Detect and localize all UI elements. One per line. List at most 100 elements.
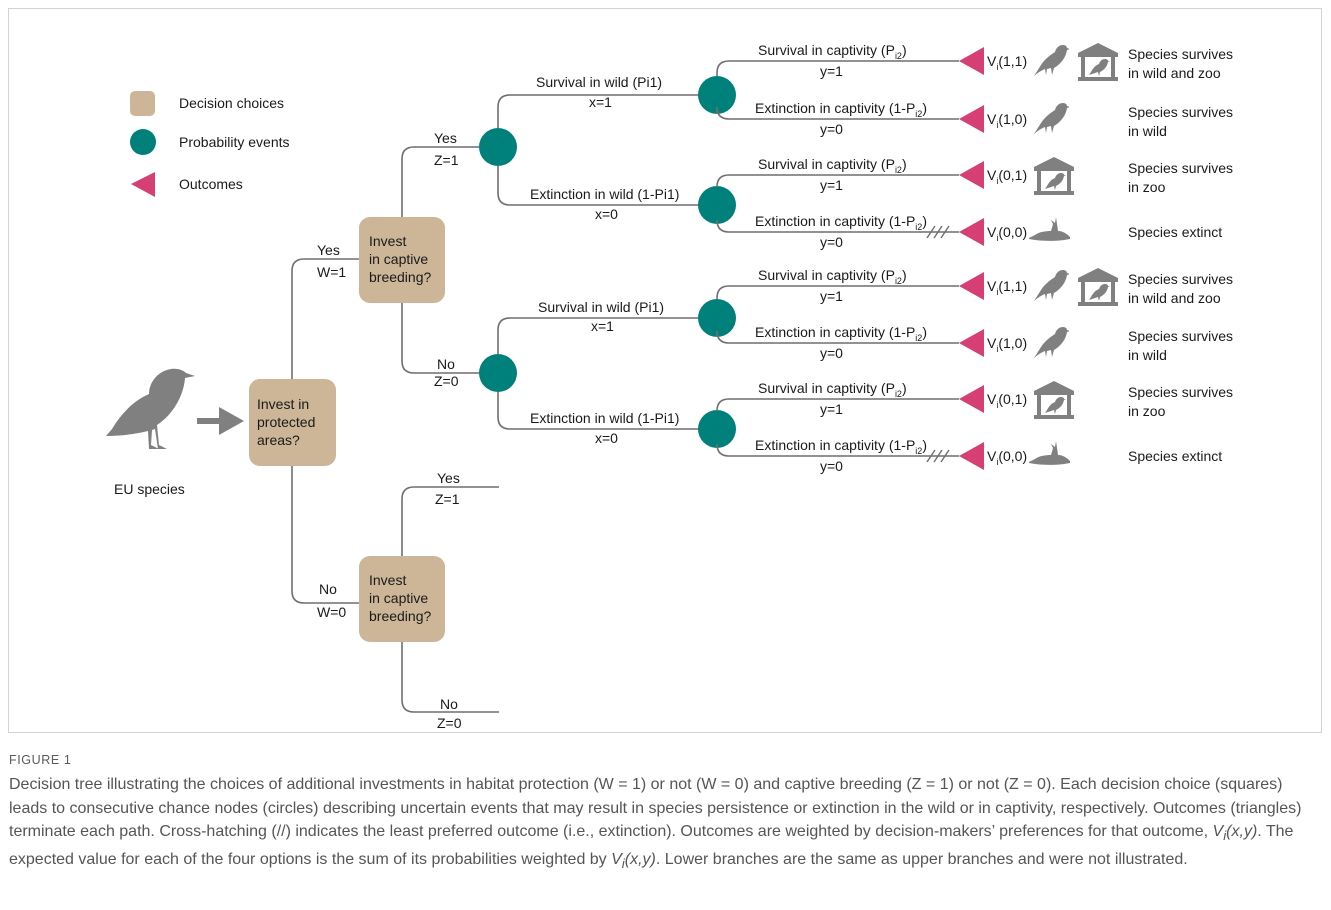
branch-line xyxy=(497,317,717,354)
legend-decision-swatch xyxy=(130,91,155,116)
outcome-value-label: Vi(0,1) xyxy=(987,167,1027,186)
decision-tree-diagram: Decision choices Probability events Outc… xyxy=(106,42,1233,731)
outcome-row: Vi(1,0) Species survives in wild xyxy=(959,327,1233,363)
outcome-value-label: Vi(0,0) xyxy=(987,448,1027,467)
outcome-description: Species extinct xyxy=(1128,448,1222,464)
branch-line xyxy=(497,94,717,128)
branch-line xyxy=(716,285,959,299)
outcome-description: in zoo xyxy=(1128,403,1166,419)
branch-label-z-no: Z=0 xyxy=(434,373,459,389)
wild-survival-label: Survival in wild (Pi1) xyxy=(536,74,662,90)
outcome-triangle xyxy=(959,161,984,189)
dead-bird-icon xyxy=(1029,217,1070,241)
captivity-survival-label: Survival in captivity (Pi2) xyxy=(758,267,907,286)
branch-label-w-yes: Yes xyxy=(317,242,340,258)
branch-line xyxy=(716,398,959,412)
outcome-value-label: Vi(1,1) xyxy=(987,53,1027,72)
branch-line xyxy=(401,303,479,374)
decision-captive-breeding-text: in captive xyxy=(369,590,428,606)
wild-survival-label: Survival in wild (Pi1) xyxy=(538,299,664,315)
branch-label-w-no: No xyxy=(319,581,337,597)
zoo-cage-icon xyxy=(1034,381,1074,419)
branch-label-w-yes: W=1 xyxy=(317,264,346,280)
captivity-extinction-value: y=0 xyxy=(820,234,843,250)
outcome-description: Species survives xyxy=(1128,104,1233,120)
cross-hatch-mark xyxy=(940,225,950,239)
decision-protected-areas xyxy=(249,379,336,466)
outcome-triangle xyxy=(959,47,984,75)
outcome-triangle xyxy=(959,105,984,133)
chance-node-z-yes xyxy=(479,128,517,166)
branch-line xyxy=(291,258,359,379)
branch-line xyxy=(401,146,479,217)
outcome-triangle xyxy=(959,329,984,357)
cross-hatch-mark xyxy=(926,449,936,463)
outcome-value-label: Vi(1,0) xyxy=(987,335,1027,354)
captivity-survival-value: y=1 xyxy=(820,63,843,79)
outcome-description: Species survives xyxy=(1128,328,1233,344)
outcome-description: in wild and zoo xyxy=(1128,65,1221,81)
captivity-survival-label: Survival in captivity (Pi2) xyxy=(758,380,907,399)
branch-line xyxy=(497,392,717,430)
captivity-extinction-label: Extinction in captivity (1-Pi2) xyxy=(755,437,927,456)
captivity-survival-label: Survival in captivity (Pi2) xyxy=(758,42,907,61)
branch-line xyxy=(716,174,959,188)
caption-italic: Vi(x,y) xyxy=(611,850,656,872)
captivity-survival-label: Survival in captivity (Pi2) xyxy=(758,156,907,175)
outcome-triangle xyxy=(959,385,984,413)
outcome-value-label: Vi(1,0) xyxy=(987,111,1027,130)
branch-label-z-yes: Z=1 xyxy=(435,491,460,507)
zoo-cage-icon xyxy=(1078,43,1118,81)
outcome-description: Species survives xyxy=(1128,46,1233,62)
decision-captive-breeding-text: Invest xyxy=(369,572,406,588)
figure-frame: Decision choices Probability events Outc… xyxy=(8,8,1322,733)
figure-label: FIGURE 1 xyxy=(9,753,72,767)
captivity-extinction-value: y=0 xyxy=(820,121,843,137)
branch-line xyxy=(716,330,959,344)
decision-protected-areas-text: protected xyxy=(257,414,315,430)
outcome-description: Species extinct xyxy=(1128,224,1222,240)
outcome-triangle xyxy=(959,442,984,470)
dead-bird-icon xyxy=(1029,441,1070,465)
outcome-value-label: Vi(0,1) xyxy=(987,391,1027,410)
branch-line xyxy=(291,466,359,604)
outcome-value-label: Vi(0,0) xyxy=(987,224,1027,243)
outcome-description: in wild xyxy=(1128,347,1167,363)
branch-line xyxy=(401,486,499,556)
legend-probability-label: Probability events xyxy=(179,134,290,150)
outcome-row: Vi(0,1) Species survives in zoo xyxy=(959,381,1233,419)
captivity-extinction-label: Extinction in captivity (1-Pi2) xyxy=(755,100,927,119)
bird-icon xyxy=(1032,327,1069,360)
outcome-row: Vi(0,0) Species extinct xyxy=(959,217,1222,246)
captivity-survival-value: y=1 xyxy=(820,288,843,304)
branch-line xyxy=(716,219,959,233)
arrow-icon xyxy=(197,407,244,435)
decision-protected-areas-text: Invest in xyxy=(257,396,309,412)
wild-extinction-label: Extinction in wild (1-Pi1) xyxy=(530,410,679,426)
outcome-row: Vi(0,1) Species survives in zoo xyxy=(959,157,1233,195)
chance-node-wild-survival xyxy=(698,299,736,337)
captivity-branches: Survival in captivity (Pi2)y=1Extinction… xyxy=(716,42,959,474)
decision-captive-breeding-text: in captive xyxy=(369,251,428,267)
branch-label-z-yes: Yes xyxy=(434,130,457,146)
outcome-description: in zoo xyxy=(1128,179,1166,195)
decision-captive-breeding-text: Invest xyxy=(369,233,406,249)
chance-node-wild-extinction xyxy=(698,410,736,448)
branch-line xyxy=(497,166,717,206)
wild-extinction-label: Extinction in wild (1-Pi1) xyxy=(530,186,679,202)
outcome-description: in wild and zoo xyxy=(1128,290,1221,306)
branch-line xyxy=(401,642,499,713)
branch-label-z-no: No xyxy=(440,696,458,712)
branch-line xyxy=(716,443,959,457)
outcome-description: Species survives xyxy=(1128,160,1233,176)
wild-survival-value: x=1 xyxy=(591,318,614,334)
bird-icon xyxy=(1032,270,1069,303)
caption-text: . The expected value for each of the fou… xyxy=(9,823,1294,868)
caption-text: Decision tree illustrating the choices o… xyxy=(9,776,1302,841)
wild-survival-value: x=1 xyxy=(589,94,612,110)
cross-hatch-mark xyxy=(933,225,943,239)
outcome-row: Vi(1,1) Species survives in wild and zoo xyxy=(959,43,1233,81)
outcome-description: Species survives xyxy=(1128,384,1233,400)
decision-captive-breeding-text: breeding? xyxy=(369,608,431,624)
